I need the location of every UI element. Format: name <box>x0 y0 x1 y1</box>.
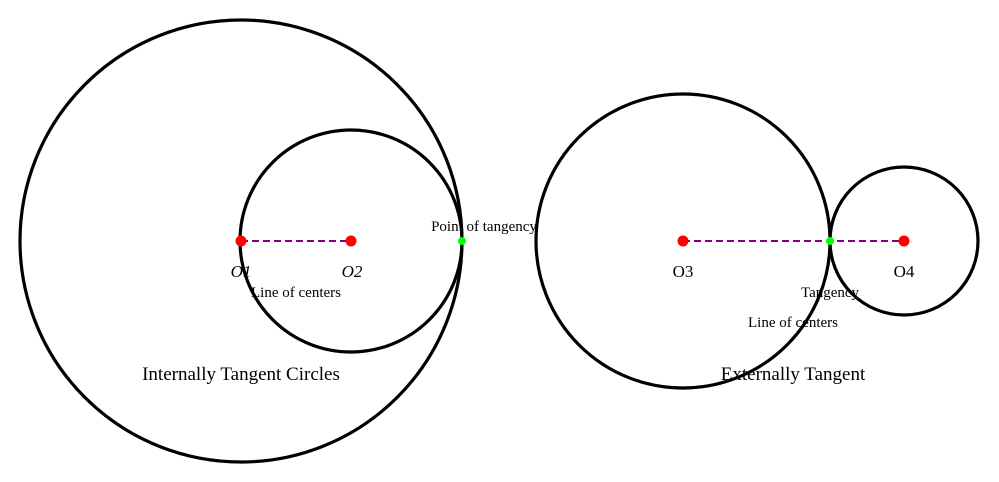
external-tangent-title: Externally Tangent <box>721 364 866 385</box>
center-point-o2 <box>345 235 357 247</box>
center-label-o1: O1 <box>231 262 252 281</box>
line-of-centers-label-internal: Line of centers <box>251 285 341 301</box>
internal-tangent-title: Internally Tangent Circles <box>142 364 340 385</box>
line-of-centers-label-external: Line of centers <box>748 315 838 331</box>
external-tangent-group: O3 O4 Tangency Line of centers Externall… <box>534 92 980 390</box>
tangency-point-internal <box>458 237 466 245</box>
center-label-o3: O3 <box>673 262 694 281</box>
center-label-o4: O4 <box>894 262 915 281</box>
center-label-o2: O2 <box>342 262 363 281</box>
center-point-o4 <box>898 235 910 247</box>
tangency-label-external: Tangency <box>801 285 860 301</box>
center-point-o1 <box>235 235 247 247</box>
point-of-tangency-label: Point of tangency <box>431 219 537 235</box>
internal-tangent-group: O1 O2 Line of centers Point of tangency … <box>18 18 537 464</box>
tangency-point-external <box>826 237 834 245</box>
center-point-o3 <box>677 235 689 247</box>
